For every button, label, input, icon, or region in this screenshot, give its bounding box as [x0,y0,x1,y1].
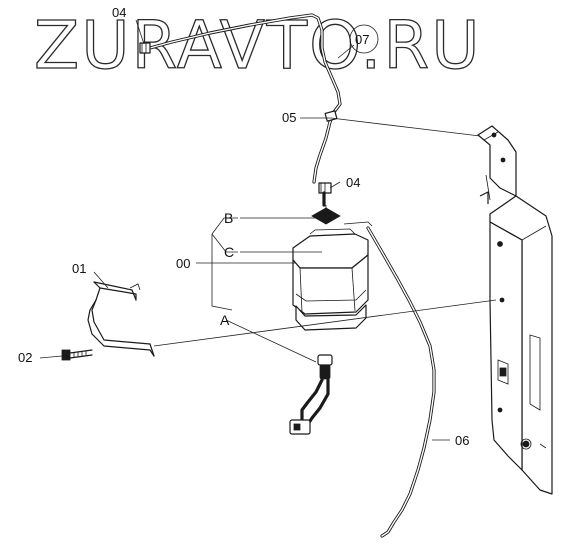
level-sensor-harness [289,354,333,435]
callout-01: 01 [72,261,86,276]
part-00-reservoir-tank [292,228,369,331]
part-04-clip-top [139,42,151,54]
part-04-clip-mid [318,182,332,207]
ref-letter-b: B [224,210,233,226]
part-02-bolt [61,349,93,361]
callout-02: 02 [18,350,32,365]
watermark-text: ZURAVTO.RU [34,7,482,84]
callout-07-text: 07 [355,32,369,47]
ref-letter-a: A [220,312,230,328]
callout-06: 06 [455,433,469,448]
callout-04-top: 04 [112,5,126,20]
part-06-hose [343,221,436,538]
part-05-tee [312,110,338,184]
part-b-cap [311,205,341,225]
callout-05: 05 [282,110,296,125]
callout-04-mid: 04 [346,175,360,190]
callout-07: 07 [349,24,379,54]
mounting-panel [477,125,553,495]
ref-letter-c: C [224,244,234,260]
leader-lines [39,19,497,441]
part-07-hose [148,13,342,114]
part-01-bracket [87,281,155,357]
callout-00: 00 [176,256,190,271]
